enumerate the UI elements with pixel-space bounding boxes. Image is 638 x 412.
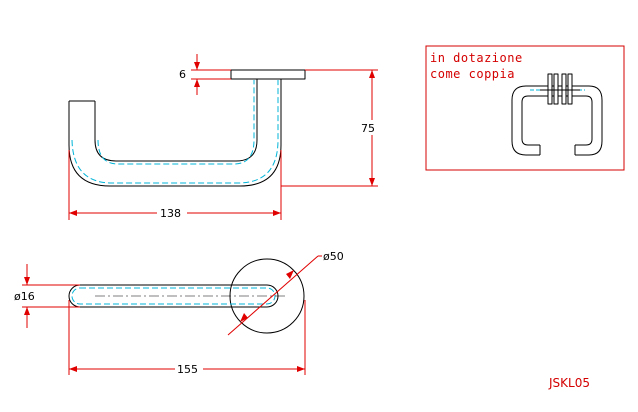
top-view-dimensions: [68, 54, 378, 220]
handle-top-view: [68, 69, 306, 187]
dim-top-length: 138: [160, 207, 181, 220]
handle-hidden-line-outer: [71, 80, 279, 184]
product-code: JSKL05: [548, 376, 590, 390]
grip-hidden-line: [71, 287, 276, 305]
note-line-2: come coppia: [430, 67, 515, 81]
rosette-plate: [230, 69, 306, 80]
dim-total-length: 155: [177, 363, 198, 376]
top-view-arrowheads: [69, 62, 375, 216]
handle-pair-icon: [511, 73, 603, 156]
dim-rosette-diameter: ø50: [323, 250, 344, 263]
handle-front-view: [68, 258, 305, 334]
dim-height: 75: [361, 122, 375, 135]
grip-bar: [68, 284, 279, 308]
front-view-arrowheads: [24, 270, 305, 372]
handle-outline-inner: [94, 79, 258, 162]
dim-rosette-thickness: 6: [179, 68, 186, 81]
handle-hidden-line-inner: [97, 80, 255, 165]
note-box: in dotazione come coppia: [425, 45, 625, 171]
dim-grip-diameter: ø16: [14, 290, 35, 303]
note-line-1: in dotazione: [430, 51, 523, 65]
front-view-dimensions: [22, 255, 322, 375]
handle-outline-outer: [68, 79, 282, 187]
